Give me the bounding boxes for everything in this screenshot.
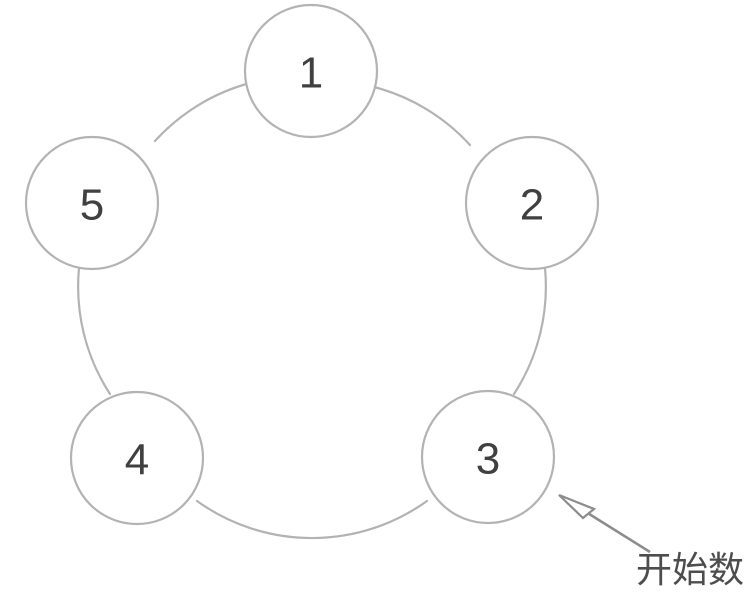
node-1-circle[interactable] (243, 3, 379, 139)
arc-5-to-1 (153, 81, 252, 143)
pointer-arrowhead (558, 493, 597, 520)
node-5-label: 5 (80, 181, 104, 230)
arc-4-to-5 (77, 266, 112, 396)
node-2-circle[interactable] (464, 135, 600, 271)
node-2-label: 2 (520, 181, 544, 230)
start-annotation-label: 开始数 (636, 550, 745, 591)
pointer-shaft (585, 510, 651, 554)
start-pointer-arrow-icon (558, 493, 651, 554)
arc-1-to-2 (372, 85, 472, 147)
arc-2-to-3 (512, 266, 547, 396)
node-1[interactable]: 1 (243, 3, 379, 139)
node-3-circle[interactable] (420, 389, 556, 525)
node-3-label: 3 (476, 435, 500, 484)
ring-connector-arcs (77, 81, 547, 540)
node-4-label: 4 (125, 436, 149, 485)
node-5[interactable]: 5 (24, 135, 160, 271)
node-4-circle[interactable] (69, 390, 205, 526)
node-5-circle[interactable] (24, 135, 160, 271)
node-3[interactable]: 3 (420, 389, 556, 525)
node-1-label: 1 (299, 49, 323, 98)
node-2[interactable]: 2 (464, 135, 600, 271)
arc-3-to-4 (195, 499, 429, 540)
node-4[interactable]: 4 (69, 390, 205, 526)
